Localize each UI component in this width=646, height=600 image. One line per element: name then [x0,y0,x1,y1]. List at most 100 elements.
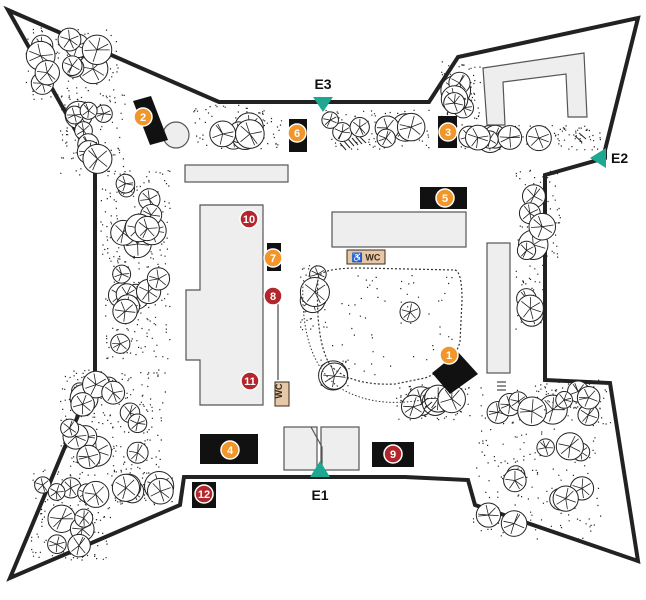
entrance-triangle-icon [310,461,330,477]
entrance-e3[interactable]: E3 [313,76,333,112]
tree-icon [349,117,370,138]
marker-10[interactable]: 10 [239,209,259,229]
tree-icon [110,333,131,354]
tree-icon [34,59,60,86]
marker-circle [133,107,153,127]
marker-number: 3 [445,127,451,139]
building-east [486,242,511,374]
tree-icon [115,173,136,194]
tree-icon [376,128,396,148]
tree-icon [70,392,95,417]
tree-icon [516,294,544,323]
tree-icon [60,418,80,438]
tree-icon [147,477,174,505]
wc-vertical-sign: WC [274,381,290,407]
wc-accessible-sign: ♿ WC [346,249,386,265]
marker-1[interactable]: 1 [439,345,459,365]
tree-icon [321,111,339,129]
tree-icon [82,480,110,508]
marker-11[interactable]: 11 [240,371,260,391]
tree-icon [555,391,573,409]
tree-icon [576,385,601,410]
tree-icon [34,476,52,494]
marker-3[interactable]: 3 [438,122,458,142]
marker-circle [439,345,459,365]
marker-number: 11 [244,376,256,388]
marker-circle [435,188,455,208]
tree-icon [475,502,502,528]
marker-5[interactable]: 5 [435,188,455,208]
tree-icon [503,468,527,493]
entrance-e2[interactable]: E2 [590,148,628,168]
marker-number: 2 [140,112,146,124]
building-north [184,164,289,183]
tree-icon [111,473,141,502]
tree-icon [74,508,94,528]
tree-icon [521,184,546,209]
marker-12[interactable]: 12 [194,484,214,504]
lawn-path [302,282,441,403]
tree-icon [517,396,547,427]
tree-icon [57,27,82,52]
tree-icon [94,104,113,123]
marker-4[interactable]: 4 [220,440,240,460]
tree-icon [67,533,91,558]
entrance-e3-label: E3 [314,76,331,92]
marker-8[interactable]: 8 [263,286,283,306]
tree-icon [320,362,349,390]
tree-icon [443,92,466,115]
entrance-e2-label: E2 [611,150,628,166]
tree-icon [112,264,132,284]
tree-icon [76,444,101,470]
wc-vertical-label: WC [274,383,284,398]
marker-7[interactable]: 7 [263,248,283,268]
round-tower [162,121,190,149]
marker-circle [263,248,283,268]
tree-icon [101,380,126,405]
tree-icon [134,215,160,242]
marker-number: 8 [270,291,276,303]
marker-number: 12 [198,489,210,501]
tree-icon [525,125,552,152]
tree-icon [112,298,138,325]
tree-icon [146,267,171,291]
entrance-e1[interactable]: E1 [310,461,330,503]
undergrowth [300,265,328,331]
tree-icon [536,438,555,457]
building-center [331,211,467,248]
tree-icon [127,413,148,434]
marker-circle [240,371,260,391]
tree-icon [555,432,584,461]
marker-circle [438,122,458,142]
tree-icon [465,124,491,151]
tree-icon [81,34,113,66]
tree-icon [500,510,528,537]
marker-circle [220,440,240,460]
entrance-triangle-icon [590,148,606,168]
tree-icon [396,112,426,142]
building-gate-right [320,426,360,471]
marker-6[interactable]: 6 [287,123,307,143]
marker-circle [287,123,307,143]
marker-2[interactable]: 2 [133,107,153,127]
pavilion-1 [432,352,478,394]
tree-icon [209,120,237,148]
marker-circle [194,484,214,504]
marker-number: 5 [442,193,448,205]
tree-icon [399,301,421,323]
marker-number: 6 [294,128,300,140]
tree-icon [82,143,113,174]
tree-icon [79,101,98,120]
tree-icon [61,55,83,77]
tree-icon [126,441,149,464]
wc-accessible-label: ♿ WC [352,252,381,263]
gate-passage [310,426,323,470]
tree-icon [47,483,66,501]
marker-number: 7 [270,253,276,265]
buildings [162,52,588,471]
marker-9[interactable]: 9 [383,444,403,464]
tree-icon [528,212,557,241]
marker-circle [263,286,283,306]
tree-icon [47,534,67,555]
